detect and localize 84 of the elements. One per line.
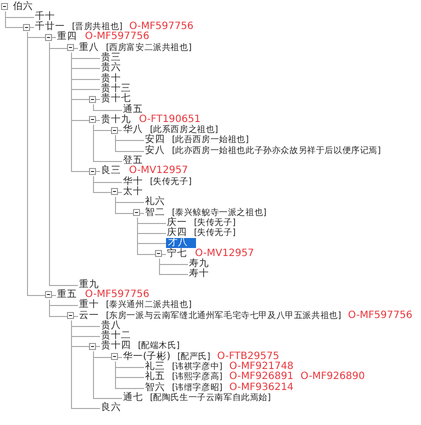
haplogroup-code: O-MF921748 bbox=[229, 362, 294, 372]
haplogroup-code: O-MF597756 bbox=[348, 310, 412, 320]
note-text: [西房富安二派共祖也] bbox=[106, 42, 192, 53]
person-name: 千廿一 bbox=[34, 22, 65, 32]
tree-connector bbox=[71, 52, 100, 172]
person-name: 寿九 bbox=[188, 259, 210, 269]
person-name: 登五 bbox=[122, 156, 143, 166]
tree-connector bbox=[49, 42, 78, 286]
note-text: [讳缙字彦昭] bbox=[172, 382, 222, 393]
person-name: 贵六 bbox=[100, 63, 122, 74]
person-name: 华十 bbox=[122, 176, 144, 187]
tree-connector bbox=[137, 217, 166, 255]
person-name: 贵十四 bbox=[100, 341, 131, 352]
person-name: 良三 bbox=[100, 166, 122, 176]
haplogroup-code: O-MF926891 bbox=[229, 372, 294, 382]
person-name: 贵十 bbox=[100, 74, 121, 84]
note-text: [东房一派与云南军缝北通州军毛宅寺七甲及八甲五派共祖也] bbox=[106, 310, 342, 320]
tree-connector bbox=[93, 124, 122, 162]
person-name: 太十 bbox=[122, 186, 144, 197]
tree-connector bbox=[71, 320, 100, 409]
haplogroup-code: O-FTB29575 bbox=[217, 352, 280, 362]
note-text: [配端木氏] bbox=[138, 341, 180, 352]
tree-connector bbox=[93, 176, 122, 193]
person-name: 礼五 bbox=[144, 372, 166, 382]
person-name: 贵十七 bbox=[100, 94, 131, 104]
haplogroup-code: O-FT190651 bbox=[139, 114, 201, 125]
person-name: 通五 bbox=[123, 104, 144, 114]
selected-tree-item: 才八 bbox=[166, 238, 196, 248]
note-text: [讳祺字彦中] bbox=[172, 362, 222, 372]
person-name: 重九 bbox=[78, 280, 99, 290]
tree-connector bbox=[49, 299, 78, 317]
person-name: 宁七 bbox=[166, 248, 188, 259]
person-name: 贵八 bbox=[100, 320, 121, 331]
tree-connector bbox=[115, 196, 144, 214]
person-name: 贵三 bbox=[100, 53, 122, 63]
haplogroup-code: O-MF597756 bbox=[129, 22, 194, 32]
person-name: 庆一 bbox=[166, 218, 188, 228]
tree-connector bbox=[5, 11, 34, 28]
person-name: 重八 bbox=[78, 42, 100, 53]
person-name: 寿十 bbox=[188, 269, 210, 280]
person-name: 华八 bbox=[123, 125, 144, 136]
person-name: 重五 bbox=[56, 290, 78, 300]
person-name: 礼三 bbox=[144, 362, 166, 372]
person-name: 安四 bbox=[144, 135, 166, 146]
haplogroup-code: O-MV12957 bbox=[129, 166, 188, 176]
person-name: 良六 bbox=[100, 403, 122, 414]
note-text: [晋房共祖也] bbox=[72, 22, 122, 32]
tree-connector bbox=[115, 134, 144, 152]
tree-connector bbox=[115, 361, 144, 389]
tree-connector bbox=[93, 104, 122, 111]
tree-connector bbox=[159, 258, 188, 275]
person-name: 伯六 bbox=[12, 2, 34, 12]
person-name: 礼六 bbox=[144, 197, 166, 208]
person-name: 智二 bbox=[144, 208, 166, 218]
person-name: 重十 bbox=[78, 300, 100, 310]
haplogroup-code: O-MF926890 bbox=[300, 372, 365, 382]
note-text: [此亦西房一始祖也此子孙亦众故另祥于后以便序记焉] bbox=[172, 146, 381, 156]
note-text: [配严氏] bbox=[177, 352, 210, 362]
person-name: 庆四 bbox=[166, 228, 188, 238]
tree-connector bbox=[27, 32, 56, 296]
note-text: [失传无子] bbox=[194, 228, 236, 238]
note-text: [失传无子] bbox=[194, 218, 236, 228]
note-text: [配陶氏生一子云南军自此焉始] bbox=[150, 392, 271, 403]
person-name: 千十 bbox=[34, 12, 56, 22]
note-text: [此吾西房一始祖也] bbox=[172, 135, 249, 146]
haplogroup-code: O-MF936214 bbox=[229, 382, 294, 393]
note-text: [泰兴通州二派共祖也] bbox=[106, 300, 192, 310]
person-name: 贵十三 bbox=[100, 84, 132, 94]
note-text: [泰兴鲸鲵寺一派之祖也] bbox=[172, 208, 266, 218]
person-name: 贵十二 bbox=[100, 331, 132, 342]
person-name: 华一(子彬) bbox=[122, 352, 172, 362]
note-text: [失传无子] bbox=[150, 176, 192, 187]
person-name: 贵十九 bbox=[100, 114, 132, 125]
note-text: [讳熙字彦高] bbox=[172, 372, 222, 382]
tree-connector bbox=[93, 350, 122, 399]
haplogroup-code: O-MF597756 bbox=[85, 32, 150, 42]
haplogroup-code: O-MF597756 bbox=[85, 290, 150, 300]
person-name: 智六 bbox=[144, 382, 166, 393]
person-name: 通七 bbox=[122, 392, 144, 403]
note-text: [此系西房之祖也] bbox=[150, 125, 218, 136]
person-name: 安八 bbox=[144, 146, 166, 156]
haplogroup-code: O-MV12957 bbox=[195, 248, 254, 259]
person-name: 重四 bbox=[56, 32, 78, 42]
person-name: 云一 bbox=[78, 310, 100, 320]
